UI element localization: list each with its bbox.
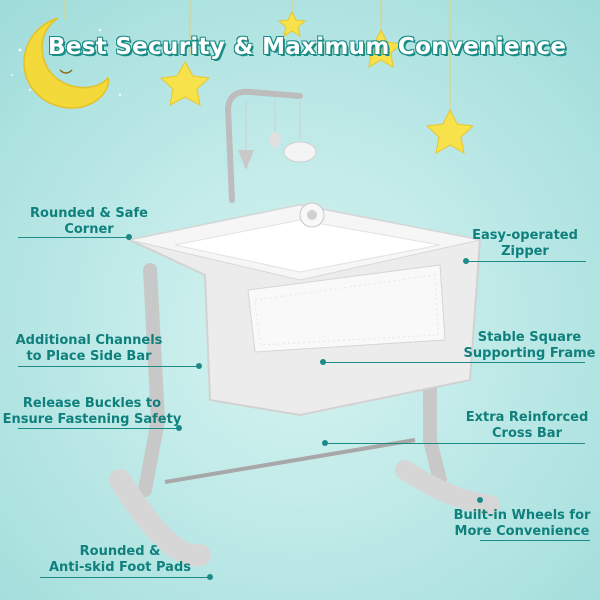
pointer-line [18,237,128,238]
pointer-dot [322,440,328,446]
label-zipper: Easy-operated Zipper [472,228,578,259]
moon-icon [23,17,110,109]
label-additional-channels: Additional Channels to Place Side Bar [15,333,163,364]
label-wheels: Built-in Wheels for More Convenience [453,508,591,539]
pointer-dot [477,497,483,503]
pointer-line [18,366,198,367]
pointer-line [325,443,585,444]
pointer-line [40,577,210,578]
label-rounded-corner: Rounded & Safe Corner [30,206,148,237]
pointer-dot [463,258,469,264]
pointer-line [323,362,585,363]
pointer-dot [320,359,326,365]
star-icon [159,10,475,154]
pointer-dot [176,425,182,431]
label-cross-bar: Extra Reinforced Cross Bar [465,410,589,441]
pointer-dot [196,363,202,369]
pointer-dot [126,234,132,240]
pointer-line [480,540,590,541]
label-release-buckles: Release Buckles to Ensure Fastening Safe… [2,396,182,427]
label-square-frame: Stable Square Supporting Frame [463,330,596,361]
pointer-dot [207,574,213,580]
pointer-line [466,261,586,262]
page-title: Best Security & Maximum Convenience [48,34,567,60]
label-foot-pads: Rounded & Anti-skid Foot Pads [48,544,191,575]
pointer-line [18,428,178,429]
